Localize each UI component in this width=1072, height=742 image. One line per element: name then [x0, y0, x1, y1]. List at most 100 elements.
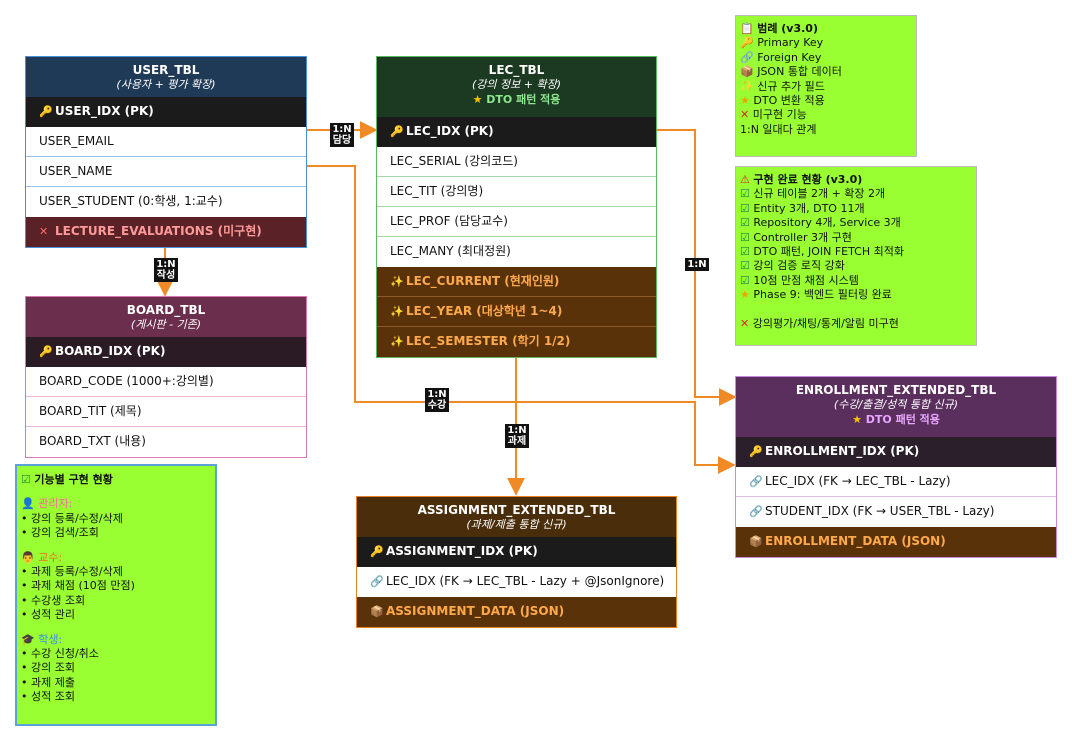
status-item-label: DTO 패턴, JOIN FETCH 최적화: [753, 245, 904, 259]
rel-verb: 담당: [332, 135, 352, 146]
legend-item: ✨ 신규 추가 필드: [740, 80, 916, 94]
board-tbl-header: BOARD_TBL (게시판 - 기존): [26, 297, 306, 337]
field-row: LEC_MANY (최대정원): [377, 237, 656, 267]
field-label: ASSIGNMENT_IDX (PK): [386, 544, 538, 558]
feature-item: • 성적 조회: [21, 690, 75, 704]
user-tbl[interactable]: USER_TBL (사용자 + 평가 확장) 🔑USER_IDX (PK) US…: [25, 56, 307, 248]
enrollment-tbl[interactable]: ENROLLMENT_EXTENDED_TBL (수강/출결/성적 통합 신규)…: [735, 376, 1057, 558]
legend-title: 📋 범례 (v3.0): [740, 22, 916, 36]
star-icon: ★: [472, 93, 483, 106]
board-tbl[interactable]: BOARD_TBL (게시판 - 기존) 🔑BOARD_IDX (PK) BOA…: [25, 296, 307, 458]
features-note: ☑ 기능별 구현 현황 👤 관리자: • 강의 등록/수정/삭제 • 강의 검색…: [15, 464, 217, 726]
rel-label-lec-enroll: 1:N: [685, 258, 709, 271]
memo-icon: 📋: [740, 22, 754, 35]
role-admin-heading: 👤 관리자:: [21, 497, 215, 511]
role-label: 관리자:: [38, 497, 73, 511]
table-subtitle: (게시판 - 기존): [130, 318, 202, 331]
assignment-tbl[interactable]: ASSIGNMENT_EXTENDED_TBL (과제/제출 통합 신규) 🔑A…: [356, 496, 677, 628]
field-row: USER_STUDENT (0:학생, 1:교수): [26, 187, 306, 217]
check-icon: ☑: [740, 245, 750, 259]
field-label: BOARD_TIT (제목): [39, 404, 142, 418]
status-item: ☑ Entity 3개, DTO 11개: [740, 202, 976, 216]
field-label: LEC_IDX (FK → LEC_TBL - Lazy + @JsonIgno…: [386, 574, 665, 588]
check-icon: ☑: [740, 259, 750, 273]
dto-badge: ★ DTO 패턴 적용: [736, 412, 1056, 427]
field-label: BOARD_TXT (내용): [39, 434, 146, 448]
fk-row: 🔗LEC_IDX (FK → LEC_TBL - Lazy): [736, 467, 1056, 497]
field-row: LEC_PROF (담당교수): [377, 207, 656, 237]
legend-item: 🔑 Primary Key: [740, 36, 916, 50]
admin-icon: 👤: [21, 497, 35, 511]
rel-label-lec-assign: 1:N 과제: [505, 424, 529, 448]
field-label: USER_NAME: [39, 164, 113, 178]
table-subtitle: (사용자 + 평가 확장): [116, 78, 216, 91]
lec-tbl[interactable]: LEC_TBL (강의 정보 + 확장) ★ DTO 패턴 적용 🔑LEC_ID…: [376, 56, 657, 358]
check-icon: ☑: [740, 216, 750, 230]
rel-cardinality: 1:N: [507, 425, 527, 436]
field-label: STUDENT_IDX (FK → USER_TBL - Lazy): [765, 504, 995, 518]
status-missing-label: 강의평가/채팅/통계/알림 미구현: [752, 316, 899, 330]
table-title: USER_TBL: [132, 63, 200, 77]
field-label: USER_IDX (PK): [55, 104, 154, 118]
rel-cardinality: 1:N: [427, 389, 447, 400]
legend-item-label: JSON 통합 데이터: [757, 65, 842, 79]
status-item: ☑ 10점 만점 채점 시스템: [740, 274, 976, 288]
table-subtitle: (강의 정보 + 확장): [471, 78, 561, 91]
field-label: LEC_SERIAL (강의코드): [390, 154, 518, 168]
legend-item-label: DTO 변환 적용: [753, 94, 825, 108]
feature-item: • 수강 신청/취소: [21, 647, 99, 661]
star-icon: ★: [852, 413, 862, 426]
fk-row: 🔗STUDENT_IDX (FK → USER_TBL - Lazy): [736, 497, 1056, 527]
feature-item: • 강의 조회: [21, 661, 75, 675]
star-icon: ★: [740, 94, 750, 108]
role-prof-heading: 👨 교수:: [21, 551, 215, 565]
feature-item: • 과제 등록/수정/삭제: [21, 565, 123, 579]
field-label: LEC_IDX (PK): [406, 124, 494, 138]
new-field-row: ✨LEC_CURRENT (현재인원): [377, 267, 656, 297]
table-title: BOARD_TBL: [126, 303, 206, 317]
field-label: ENROLLMENT_DATA (JSON): [765, 534, 946, 548]
spacer: [740, 303, 976, 317]
legend-item-label: Foreign Key: [757, 50, 822, 64]
badge-label: DTO 패턴 적용: [486, 93, 561, 106]
cross-icon: ✕: [740, 316, 750, 330]
check-icon: ☑: [740, 201, 750, 215]
status-item-label: 강의 검증 로직 강화: [753, 259, 845, 273]
rel-cardinality: 1:N: [687, 259, 707, 270]
package-icon: 📦: [749, 535, 763, 548]
field-label: LEC_TIT (강의명): [390, 184, 484, 198]
field-label: LEC_CURRENT (현재인원): [406, 274, 560, 288]
missing-row: ✕LECTURE_EVALUATIONS (미구현): [26, 217, 306, 247]
link-icon: 🔗: [749, 475, 763, 488]
sparkle-icon: ✨: [740, 79, 754, 93]
pk-row: 🔑ENROLLMENT_IDX (PK): [736, 437, 1056, 467]
feature-item: • 과제 채점 (10점 만점): [21, 579, 135, 593]
legend-item: ✕ 미구현 기능: [740, 108, 916, 122]
pk-row: 🔑USER_IDX (PK): [26, 97, 306, 127]
check-icon: ☑: [740, 273, 750, 287]
rel-label-user-board: 1:N 작성: [154, 258, 178, 282]
field-row: LEC_SERIAL (강의코드): [377, 147, 656, 177]
package-icon: 📦: [370, 605, 384, 618]
pk-row: 🔑LEC_IDX (PK): [377, 117, 656, 147]
user-tbl-header: USER_TBL (사용자 + 평가 확장): [26, 57, 306, 97]
field-label: BOARD_IDX (PK): [55, 344, 166, 358]
legend-item: 📦 JSON 통합 데이터: [740, 65, 916, 79]
dto-badge: ★ DTO 패턴 적용: [377, 92, 656, 107]
rel-cardinality: 1:N: [156, 259, 176, 270]
status-item: ☑ DTO 패턴, JOIN FETCH 최적화: [740, 245, 976, 259]
features-title-text: 기능별 구현 현황: [34, 473, 113, 486]
legend-title-text: 범례 (v3.0): [757, 22, 818, 35]
field-row: USER_EMAIL: [26, 127, 306, 157]
field-row: BOARD_CODE (1000+:강의별): [26, 367, 306, 397]
field-label: USER_EMAIL: [39, 134, 114, 148]
status-item-label: Phase 9: 백엔드 필터링 완료: [753, 288, 892, 302]
check-icon: ☑: [740, 187, 750, 201]
status-item-label: Entity 3개, DTO 11개: [753, 201, 865, 215]
features-title: ☑ 기능별 구현 현황: [21, 473, 215, 487]
status-title-text: 구현 완료 현황 (v3.0): [753, 173, 863, 186]
status-item-label: 신규 테이블 2개 + 확장 2개: [753, 187, 886, 201]
check-icon: ☑: [21, 473, 31, 486]
rel-verb: 과제: [507, 436, 527, 447]
key-icon: 🔑: [370, 545, 384, 558]
